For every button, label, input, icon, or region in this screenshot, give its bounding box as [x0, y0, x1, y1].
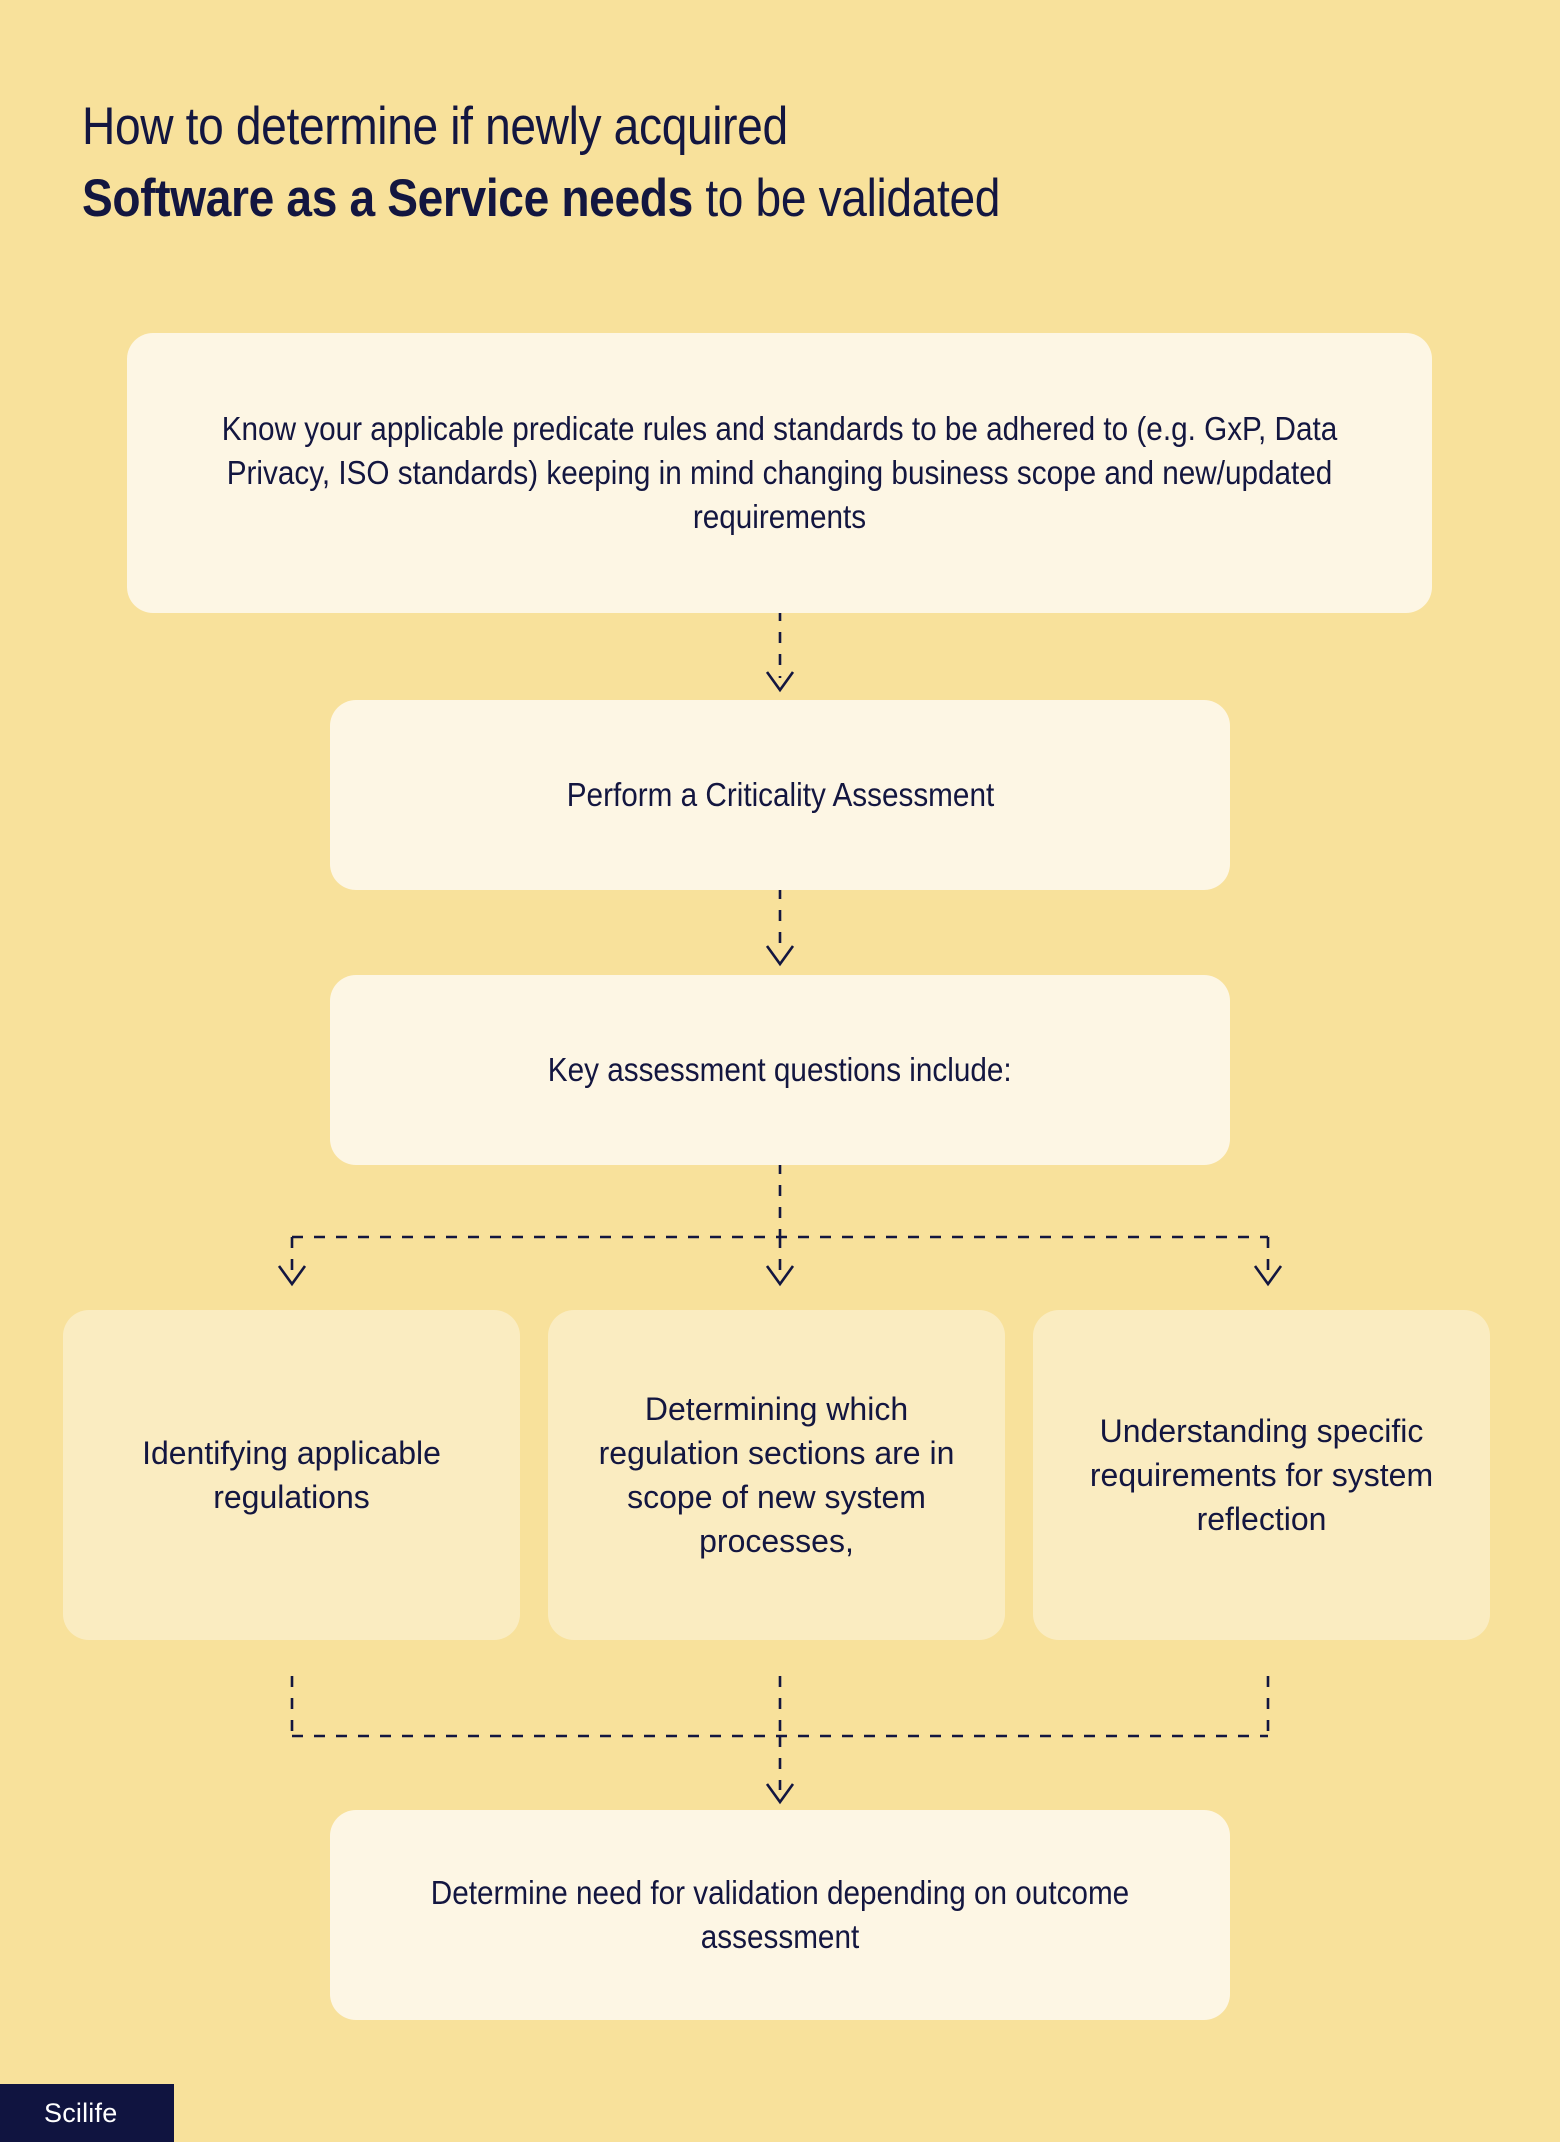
page-title-emphasis: Software as a Service needs — [82, 169, 693, 228]
flow-node-identifying-regulations-label: Identifying applicable regulations — [142, 1435, 441, 1515]
page-title-line-2-rest: to be validated — [692, 169, 1001, 228]
arrowhead-to-criticality — [765, 671, 795, 693]
page-title-line-2: Software as a Service needs to be valida… — [82, 164, 1230, 234]
arrowhead-to-questions — [765, 945, 795, 967]
flow-node-key-questions[interactable]: Key assessment questions include: — [330, 975, 1230, 1165]
flow-node-determine-validation-need[interactable]: Determine need for validation depending … — [330, 1810, 1230, 2020]
flow-node-predicate-rules-label: Know your applicable predicate rules and… — [221, 410, 1338, 535]
flow-node-system-reflection-requirements-label: Understanding specific requirements for … — [1089, 1413, 1434, 1537]
flow-node-determine-validation-need-label: Determine need for validation depending … — [430, 1874, 1130, 1955]
scilife-logo-badge[interactable]: Scilife — [0, 2084, 174, 2142]
flow-node-predicate-rules[interactable]: Know your applicable predicate rules and… — [127, 333, 1432, 613]
flow-node-criticality-assessment-label: Perform a Criticality Assessment — [566, 776, 994, 813]
flow-node-system-reflection-requirements[interactable]: Understanding specific requirements for … — [1033, 1310, 1490, 1640]
flow-node-key-questions-label: Key assessment questions include: — [548, 1051, 1012, 1088]
arrowhead-to-branch-2 — [765, 1265, 795, 1287]
scilife-logo-text: Scilife — [44, 2097, 118, 2128]
flow-node-regulation-sections-scope[interactable]: Determining which regulation sections ar… — [548, 1310, 1005, 1640]
arrowhead-to-outcome — [765, 1783, 795, 1805]
arrowhead-to-branch-1 — [277, 1265, 307, 1287]
flow-node-identifying-regulations[interactable]: Identifying applicable regulations — [63, 1310, 520, 1640]
flow-node-regulation-sections-scope-label: Determining which regulation sections ar… — [598, 1391, 955, 1559]
page-title-line-1: How to determine if newly acquired — [82, 97, 788, 156]
page-title: How to determine if newly acquired Softw… — [82, 92, 1402, 234]
flow-node-criticality-assessment[interactable]: Perform a Criticality Assessment — [330, 700, 1230, 890]
arrowhead-to-branch-3 — [1253, 1265, 1283, 1287]
